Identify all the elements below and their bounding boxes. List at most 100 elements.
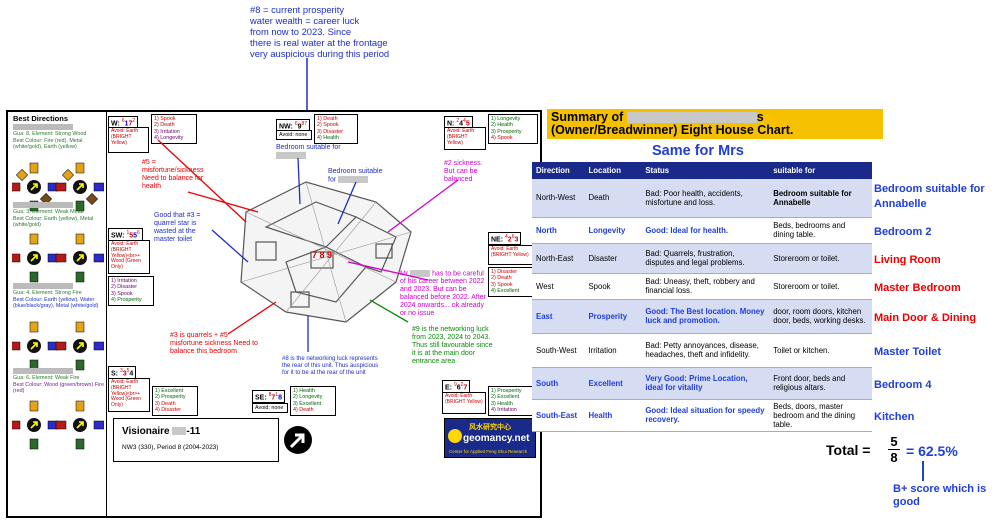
annotation-quarrels-35: #3 is quarrels + #5 misfortune sickness … — [170, 332, 258, 355]
annotation-career: Mr has to be careful of his career betwe… — [400, 270, 487, 318]
score-percent: = 62.5% — [906, 443, 958, 459]
sector-nw-avoid: Avoid: none — [276, 130, 312, 141]
room-label: Main Door & Dining — [874, 312, 977, 324]
north-arrow-icon — [284, 426, 312, 454]
cell-status: Good: Ideal for health. — [641, 217, 770, 244]
cell-status: Bad: Poor health, accidents, misfortune … — [641, 179, 770, 218]
best-directions-panel-3: Gua: 4, Element: Strong Fire Best Colour… — [10, 283, 105, 395]
property-subtitle: NW3 (330), Period 8 (2004-2023) — [122, 444, 219, 451]
annotation-bedroom-2: Bedroom suitable for — [328, 168, 383, 184]
compass-icon — [12, 321, 104, 371]
annotation-sickness: #2 sickness. But can be balanced — [444, 160, 483, 183]
cell-status: Bad: Uneasy, theft, robbery and financia… — [641, 273, 770, 300]
sector-w-avoid: Avoid: Earth (BRIGHT Yellow) — [108, 127, 149, 153]
cell-suit: Front door, beds and religious altars. — [769, 367, 872, 400]
cell-dir: South — [532, 367, 585, 400]
logo-emblem-icon — [448, 429, 462, 443]
eight-house-table: Direction Location Status suitable for N… — [532, 162, 872, 432]
room-label: Bedroom 2 — [874, 226, 932, 238]
cell-dir: North — [532, 217, 585, 244]
cell-status: Good: The Best location. Money luck and … — [641, 299, 770, 334]
summary-title: Summary of s (Owner/Breadwinner) Eight H… — [547, 109, 883, 139]
score-note: B+ score which is good — [893, 483, 987, 508]
annotation-quarrel: Good that #3 = quarrel star is wasted at… — [154, 212, 201, 243]
annotation-lines — [157, 139, 459, 352]
best-directions-title: Best Directions — [13, 114, 69, 123]
best-directions-panel-2: Gua: 3, Element: Weak Metal Best Colour:… — [10, 202, 105, 320]
room-label: Bedroom suitable for Annabelle — [874, 183, 985, 210]
cell-dir: North-West — [532, 179, 585, 218]
cell-loc: Excellent — [584, 367, 642, 400]
room-label: Master Toilet — [874, 346, 942, 358]
best-directions-panel-4: Gua: 6, Element: Weak Fire Best Colour: … — [10, 368, 105, 472]
sector-ne-avoid: Avoid: Earth (BRIGHT Yellow) — [488, 245, 536, 265]
geomancy-logo: 风水研究中心 geomancy.net Center for Applied F… — [444, 418, 536, 458]
cell-status: Good: Ideal situation for speedy recover… — [641, 399, 770, 432]
sector-e-avoid: Avoid: Earth (BRIGHT Yellow) — [442, 392, 486, 414]
cell-loc: Prosperity — [584, 299, 642, 334]
cell-dir: East — [532, 299, 585, 334]
cell-dir: South-East — [532, 399, 585, 432]
cell-dir: South-West — [532, 333, 585, 368]
cell-suit: door, room doors, kitchen door, beds, wo… — [769, 299, 872, 334]
floor-plan — [240, 181, 412, 323]
prosperity-arrow — [306, 58, 308, 113]
room-label: Kitchen — [874, 411, 915, 423]
sector-nw-stars: NW: 6987 — [276, 119, 311, 133]
compass-icon — [12, 400, 104, 450]
cell-suit: Bedroom suitable for Annabelle — [769, 179, 872, 218]
room-label: Master Bedroom — [874, 282, 961, 294]
redacted-name — [13, 124, 73, 130]
total-label: Total = — [826, 442, 871, 458]
cell-loc: Longevity — [584, 217, 642, 244]
property-title: Visionaire — [122, 426, 170, 437]
cell-suit: Beds, bedrooms and dining table. — [769, 217, 872, 244]
annotation-bedroom-1: Bedroom suitable for — [276, 144, 346, 160]
cell-suit: Toilet or kitchen. — [769, 333, 872, 368]
cell-dir: West — [532, 273, 585, 300]
cell-suit: Storeroom or toilet. — [769, 243, 872, 274]
cell-status: Very Good: Prime Location, ideal for vit… — [641, 367, 770, 400]
sector-se-avoid: Avoid: none — [252, 403, 288, 414]
cell-status: Bad: Petty annoyances, disease, headache… — [641, 333, 770, 368]
cell-status: Bad: Quarrels, frustration, disputes and… — [641, 243, 770, 274]
annotation-networking-9: #9 is the networking luck from 2023, 202… — [412, 326, 493, 365]
cell-dir: North-East — [532, 243, 585, 274]
cell-suit: Beds, doors, master bedroom and the dini… — [769, 399, 872, 432]
room-label: Living Room — [874, 254, 941, 266]
room-label: Bedroom 4 — [874, 379, 932, 391]
property-info-box: Visionaire -11 NW3 (330), Period 8 (2004… — [113, 418, 279, 462]
same-for-label: Same for Mrs — [652, 143, 744, 159]
annotation-networking-8: #8 is the networking luck represents the… — [282, 356, 379, 376]
prosperity-annotation: #8 = current prosperity water wealth = c… — [250, 4, 390, 59]
sector-ne-stars: NE: 4263 — [488, 232, 522, 246]
sector-n-avoid: Avoid: Earth (BRIGHT Yellow) — [444, 127, 486, 150]
center-stars: 7 8 9 — [312, 250, 333, 260]
cell-loc: Irritation — [584, 333, 642, 368]
flying-star-chart: Best Directions Gua: 8, Element: Strong … — [6, 110, 542, 518]
cell-loc: Health — [584, 399, 642, 432]
annotation-misfortune: #5 = misfortune/sickness Need to balance… — [142, 159, 204, 190]
cell-loc: Disaster — [584, 243, 642, 274]
sector-se-stars: SE: 8718 — [252, 390, 285, 404]
cell-loc: Spook — [584, 273, 642, 300]
compass-icon — [12, 233, 104, 283]
cell-loc: Death — [584, 179, 642, 218]
